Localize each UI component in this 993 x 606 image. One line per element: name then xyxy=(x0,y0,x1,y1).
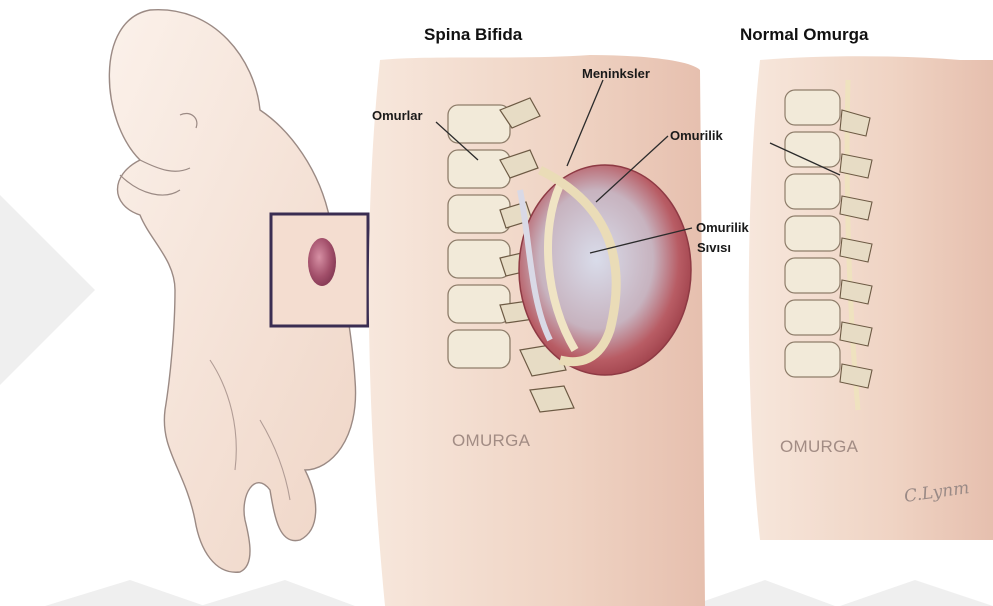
label-omurlar: Omurlar xyxy=(372,108,423,123)
spina-bifida-title: Spina Bifida xyxy=(424,25,523,44)
label-omurilik-sivisi-2: Sıvısı xyxy=(697,240,731,255)
label-omurilik-sivisi-1: Omurilik xyxy=(696,220,750,235)
region-label-left: OMURGA xyxy=(452,431,531,450)
lesion-highlight-box xyxy=(271,214,368,326)
region-label-right: OMURGA xyxy=(780,437,859,456)
normal-spine-title: Normal Omurga xyxy=(740,25,869,44)
normal-spine-panel xyxy=(749,56,993,540)
spina-bifida-panel xyxy=(369,55,705,606)
label-meninksler: Meninksler xyxy=(582,66,650,81)
label-omurilik: Omurilik xyxy=(670,128,724,143)
